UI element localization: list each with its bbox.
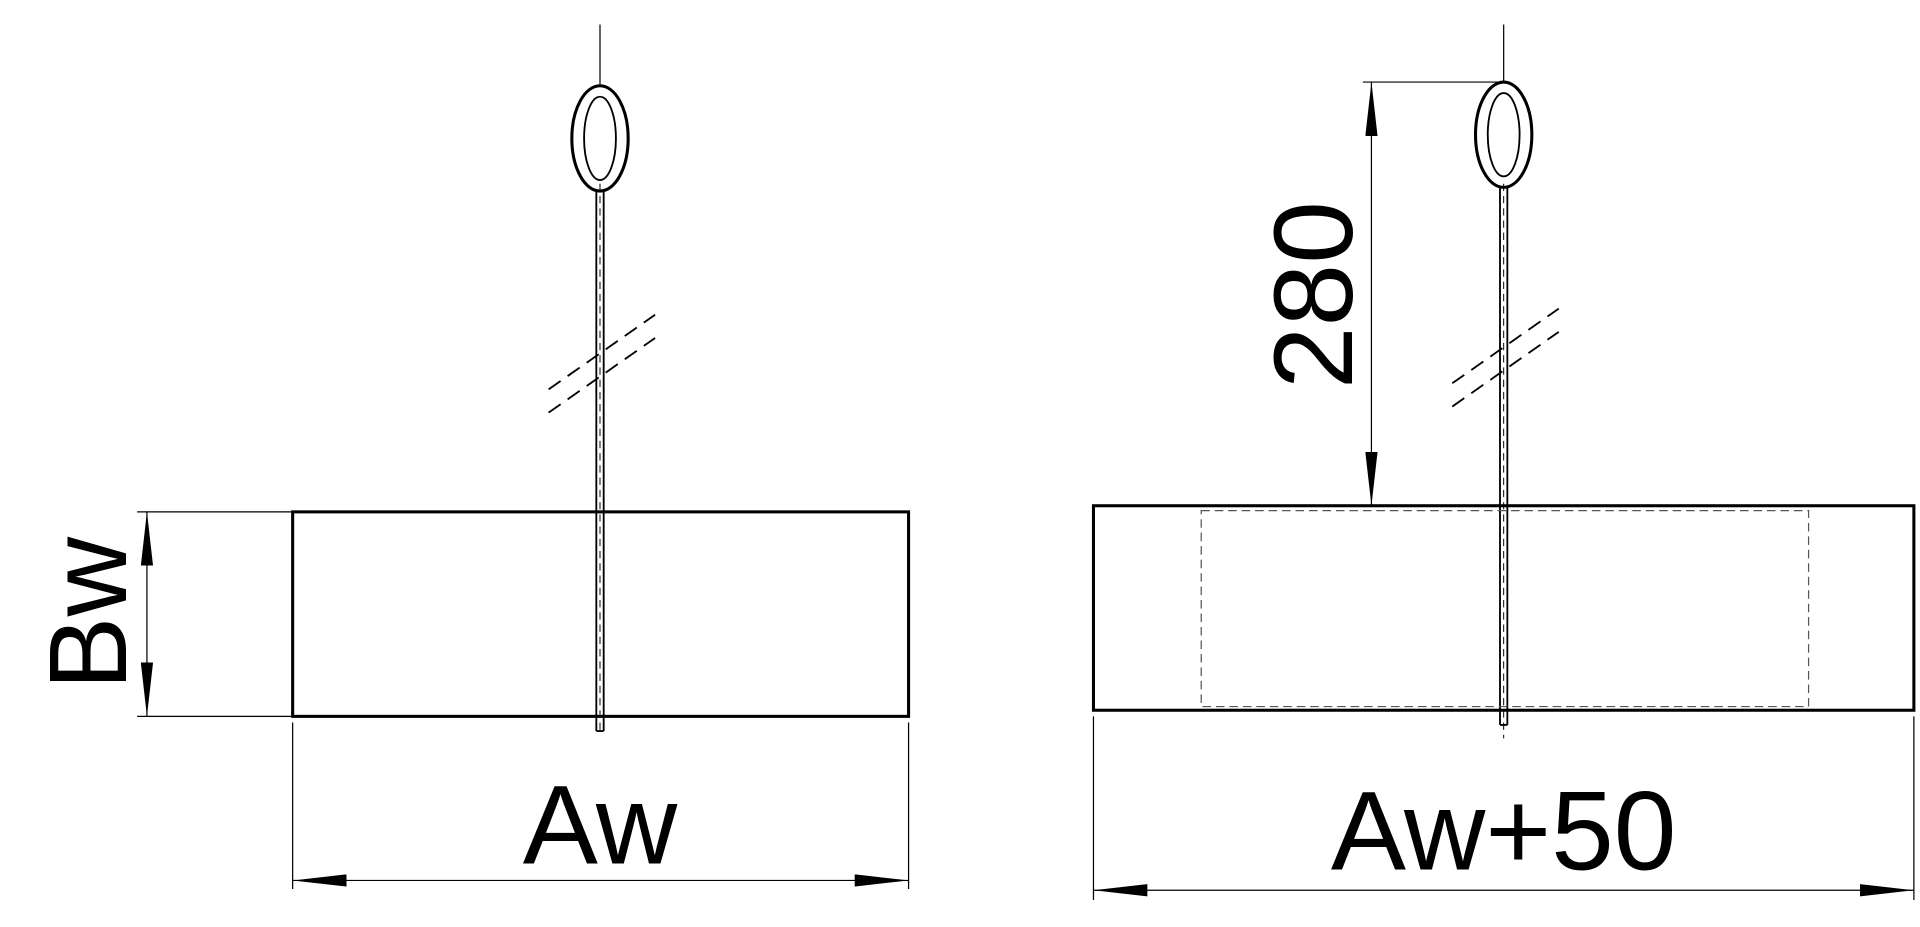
hanger-length-dimension <box>1362 81 1504 506</box>
width-dimension-right <box>1092 716 1915 901</box>
left-view: Bw Aw <box>27 24 911 890</box>
hanger-rod-left <box>570 24 630 735</box>
break-symbol-right <box>1451 307 1560 408</box>
inner-outline-dashed <box>1200 510 1810 708</box>
hanger-rod-right <box>1473 24 1534 739</box>
break-symbol-left <box>548 313 656 414</box>
damper-body-left <box>291 510 911 718</box>
height-dimension <box>137 511 293 717</box>
height-label: Bw <box>27 537 150 690</box>
width-label-left: Aw <box>523 761 678 887</box>
width-dimension-left <box>292 722 910 890</box>
width-label-right: Aw+50 <box>1331 767 1677 893</box>
right-view: 280 Aw+50 <box>1091 24 1916 901</box>
hanger-length-label: 280 <box>1250 201 1376 389</box>
damper-body-right <box>1091 504 1916 712</box>
